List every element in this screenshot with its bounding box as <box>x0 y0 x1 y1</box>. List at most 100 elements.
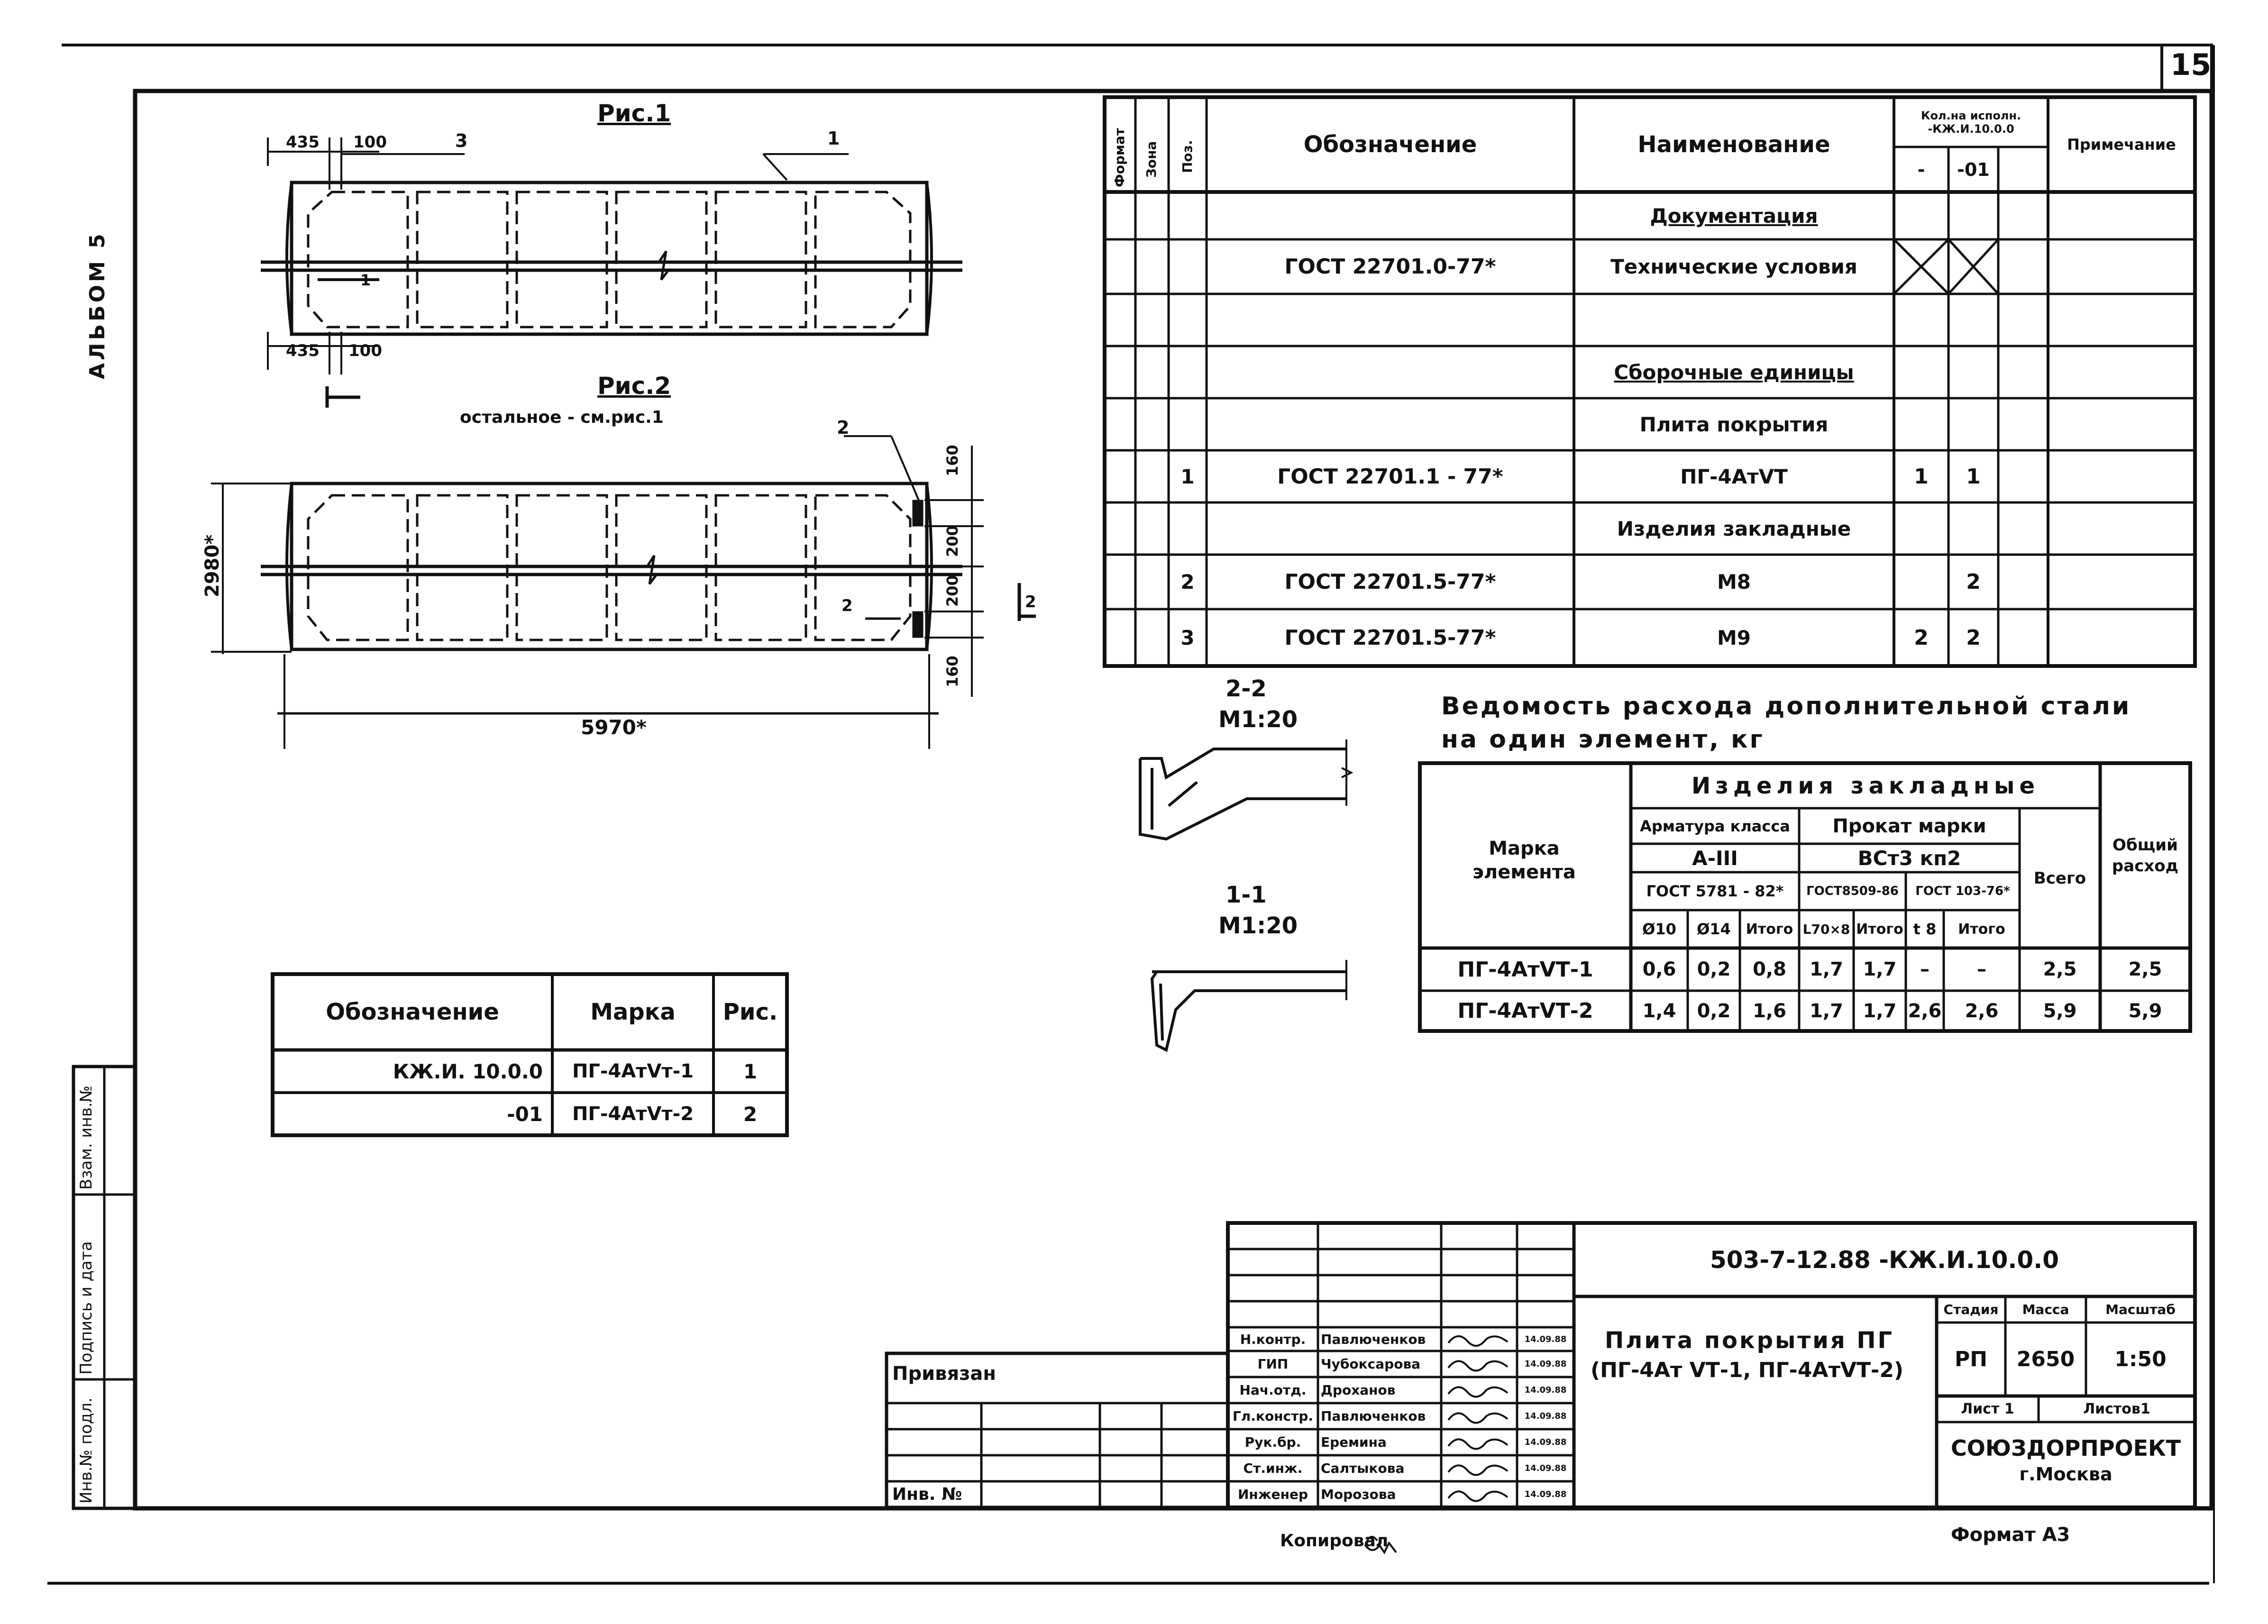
title-org-line2: г.Москва <box>2019 1464 2113 1485</box>
steel-col-l70: L70×8 <box>1802 921 1850 937</box>
role-label: Рук.бр. <box>1244 1434 1301 1450</box>
steel-cell-it1: 0,8 <box>1753 958 1786 980</box>
spec-row-designation: ГОСТ 22701.5-77* <box>1284 570 1496 594</box>
steel-header-mark: Марка элемента <box>1472 838 1576 883</box>
steel-header-rebar-class: Арматура класса <box>1640 817 1790 835</box>
role-date: 14.09.88 <box>1524 1437 1567 1447</box>
spec-header-qty: Кол.на исполн. -КЖ.И.10.0.0 <box>1920 109 2021 136</box>
role-date: 14.09.88 <box>1524 1385 1567 1395</box>
fig1-dim-435-bot: 435 <box>286 341 320 360</box>
footer-format: Формат А3 <box>1951 1524 2070 1546</box>
role-name: Дроханов <box>1321 1382 1396 1398</box>
spec-row-name: Сборочные единицы <box>1614 360 1854 384</box>
title-org-line1: СОЮЗДОРПРОЕКТ <box>1950 1435 2181 1461</box>
title-privyazan: Привязан <box>892 1363 997 1385</box>
fig2-subtitle: остальное - см.рис.1 <box>460 408 664 427</box>
steel-cell-grand: 5,9 <box>2128 1000 2162 1022</box>
role-date: 14.09.88 <box>1524 1463 1567 1473</box>
steel-header-gost-103: ГОСТ 103-76* <box>1915 884 2010 898</box>
fig1-dim-100-bot: 100 <box>348 341 382 360</box>
spec-row-name: ПГ-4АтVТ <box>1680 465 1788 488</box>
steel-col-itogo1: Итого <box>1746 921 1793 938</box>
section-11-scale: М1:20 <box>1218 912 1298 939</box>
role-name: Еремина <box>1321 1434 1387 1450</box>
section-22-scale: М1:20 <box>1218 706 1298 733</box>
spec-row-pos: 2 <box>1180 570 1195 593</box>
spec-row-name: М9 <box>1717 626 1751 649</box>
steel-cell-mark: ПГ-4АтVТ-1 <box>1457 957 1593 982</box>
steel-cell-mark: ПГ-4АтVТ-2 <box>1457 999 1593 1023</box>
steel-header-total: Всего <box>2033 868 2086 888</box>
mark-row-fig: 2 <box>743 1102 758 1126</box>
role-date: 14.09.88 <box>1524 1489 1567 1499</box>
steel-title-line2: на один элемент, кг <box>1441 725 1765 754</box>
signature-mark <box>1447 1335 1509 1347</box>
steel-header-rolled-grade: ВСт3 кп2 <box>1857 846 1961 870</box>
title-scale: 1:50 <box>2114 1347 2167 1371</box>
mark-row-designation: -01 <box>507 1102 543 1126</box>
steel-col-d10: Ø10 <box>1642 920 1676 938</box>
role-name: Салтыкова <box>1321 1460 1405 1476</box>
mark-row-mark: ПГ-4АтVт-2 <box>572 1103 694 1125</box>
steel-title-line1: Ведомость расхода дополнительной стали <box>1441 692 2131 721</box>
fig2-dim-length: 5970* <box>581 716 647 739</box>
fig1-section-mark: 1 <box>360 271 371 289</box>
fig1-dim-435-top: 435 <box>286 133 320 152</box>
spec-header-qty-col1: - <box>1917 159 1925 180</box>
steel-cell-grand: 2,5 <box>2128 958 2162 980</box>
spec-row-name: Документация <box>1650 204 1818 228</box>
spec-row-designation: ГОСТ 22701.1 - 77* <box>1277 464 1503 489</box>
role-name: Павлюченков <box>1321 1331 1426 1347</box>
spec-row-name: М8 <box>1717 570 1751 593</box>
spec-row-name: Технические условия <box>1610 255 1857 278</box>
spec-row-qty1: 2 <box>1914 625 1929 650</box>
fig2-title: Рис.2 <box>597 372 671 400</box>
title-stage: РП <box>1954 1347 1988 1371</box>
fig2-callout-2: 2 <box>837 417 850 438</box>
title-inv-no: Инв. № <box>892 1485 962 1504</box>
steel-cell-it1: 1,6 <box>1753 1000 1786 1022</box>
spec-row-qty1: 1 <box>1914 464 1929 489</box>
signature-mark <box>1447 1438 1509 1450</box>
page-number: 15 <box>2170 47 2212 82</box>
role-date: 14.09.88 <box>1524 1359 1567 1369</box>
signature-mark <box>1447 1412 1509 1424</box>
mark-row-fig: 1 <box>743 1059 758 1083</box>
signature-mark <box>1447 1386 1509 1398</box>
role-label: ГИП <box>1257 1356 1289 1372</box>
role-name: Чубоксарова <box>1321 1356 1421 1372</box>
fig2-section-mark-right: 2 <box>1025 593 1036 611</box>
steel-cell-t8: – <box>1920 958 1930 980</box>
spec-header-qty-col2: -01 <box>1957 159 1990 180</box>
steel-header-rolled-title: Прокат марки <box>1832 815 1986 837</box>
spec-row-designation: ГОСТ 22701.5-77* <box>1284 625 1496 650</box>
steel-cell-total: 5,9 <box>2043 1000 2077 1022</box>
title-sheet: Лист 1 <box>1961 1401 2014 1417</box>
role-label: Ст.инж. <box>1243 1460 1303 1476</box>
role-date: 14.09.88 <box>1524 1411 1567 1421</box>
title-line2: (ПГ-4Ат VТ-1, ПГ-4АтVТ-2) <box>1591 1358 1904 1382</box>
signature-mark <box>1447 1464 1509 1476</box>
section-11-label: 1-1 <box>1225 882 1267 908</box>
role-label: Инженер <box>1237 1487 1308 1502</box>
steel-cell-total: 2,5 <box>2043 958 2077 980</box>
signature-mark <box>1447 1360 1509 1372</box>
role-date: 14.09.88 <box>1524 1334 1567 1344</box>
steel-header-gost-8509: ГОСТ8509-86 <box>1806 884 1899 898</box>
mark-row-designation: КЖ.И. 10.0.0 <box>393 1059 543 1083</box>
fig1-title: Рис.1 <box>597 100 671 127</box>
role-label: Нач.отд. <box>1239 1382 1307 1398</box>
spec-header-designation: Обозначение <box>1303 131 1477 158</box>
section-22-label: 2-2 <box>1225 675 1267 702</box>
title-mass-label: Масса <box>2022 1302 2069 1317</box>
spec-row-pos: 1 <box>1180 465 1195 488</box>
steel-header-embedded: Изделия закладные <box>1692 772 2039 799</box>
title-code: 503-7-12.88 -КЖ.И.10.0.0 <box>1710 1246 2059 1274</box>
